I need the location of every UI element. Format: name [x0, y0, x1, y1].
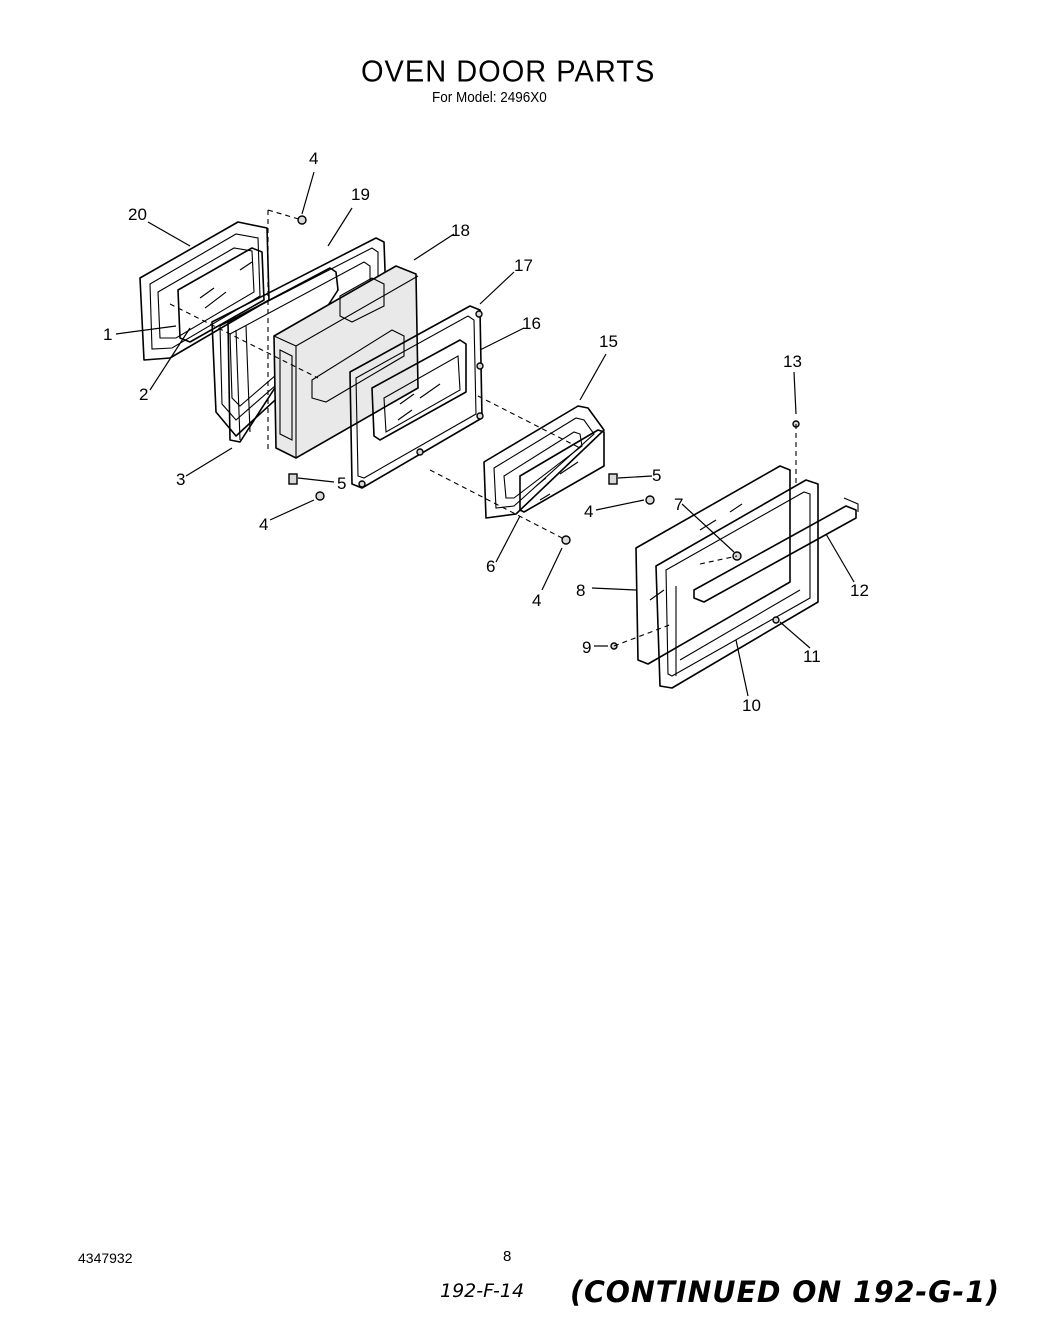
- model-subtitle: For Model: 2496X0: [432, 89, 547, 106]
- part-12-handle: [693, 497, 859, 603]
- callout-18: 18: [451, 221, 470, 240]
- page-number: 8: [503, 1248, 512, 1265]
- callout-6: 6: [486, 557, 495, 576]
- callout-11: 11: [803, 647, 821, 666]
- callout-19: 19: [351, 185, 370, 204]
- part-18-insulation-box: [273, 265, 419, 459]
- part-5-clips: [288, 473, 618, 485]
- document-number: 4347932: [78, 1250, 133, 1266]
- callout-17: 17: [514, 256, 533, 275]
- callout-20: 20: [128, 205, 147, 224]
- callout-4b: 4: [259, 515, 268, 534]
- callout-labels: 4 19 20 18 17 16 1 15 2 13 3 5 5 4 4 7 6…: [103, 149, 869, 715]
- continued-note: (CONTINUED ON 192-G-1): [570, 1275, 1000, 1309]
- callout-5a: 5: [337, 474, 346, 493]
- part-2-glass: [177, 247, 265, 343]
- part-11-screw: [772, 616, 780, 624]
- leader-lines: [115, 171, 855, 697]
- part-6-glass-pane: [519, 429, 605, 513]
- part-20-back-frame: [139, 221, 270, 361]
- part-4-screws: [297, 215, 655, 545]
- callout-13: 13: [783, 352, 802, 371]
- handwritten-code: 192-F-14: [440, 1280, 525, 1302]
- part-10-outer-frame: [655, 479, 819, 689]
- callout-10: 10: [742, 696, 761, 715]
- callout-1: 1: [103, 325, 112, 344]
- alignment-dashes: [169, 209, 797, 647]
- callout-9: 9: [582, 638, 591, 657]
- callout-15: 15: [599, 332, 618, 351]
- callout-3: 3: [176, 470, 185, 489]
- callout-4d: 4: [532, 591, 541, 610]
- part-3-inner-frame: [227, 267, 339, 443]
- callout-4a: 4: [309, 149, 318, 168]
- part-8-outer-glass: [635, 465, 791, 665]
- callout-16: 16: [522, 314, 541, 333]
- part-17-panel-screws: [358, 310, 484, 488]
- callout-5b: 5: [652, 466, 661, 485]
- callout-7: 7: [674, 495, 683, 514]
- callout-2: 2: [139, 385, 148, 404]
- part-15-glass-retainer: [483, 405, 605, 519]
- callout-4c: 4: [584, 502, 593, 521]
- callout-8: 8: [576, 581, 585, 600]
- page-title: OVEN DOOR PARTS: [361, 55, 656, 89]
- callout-12: 12: [850, 581, 869, 600]
